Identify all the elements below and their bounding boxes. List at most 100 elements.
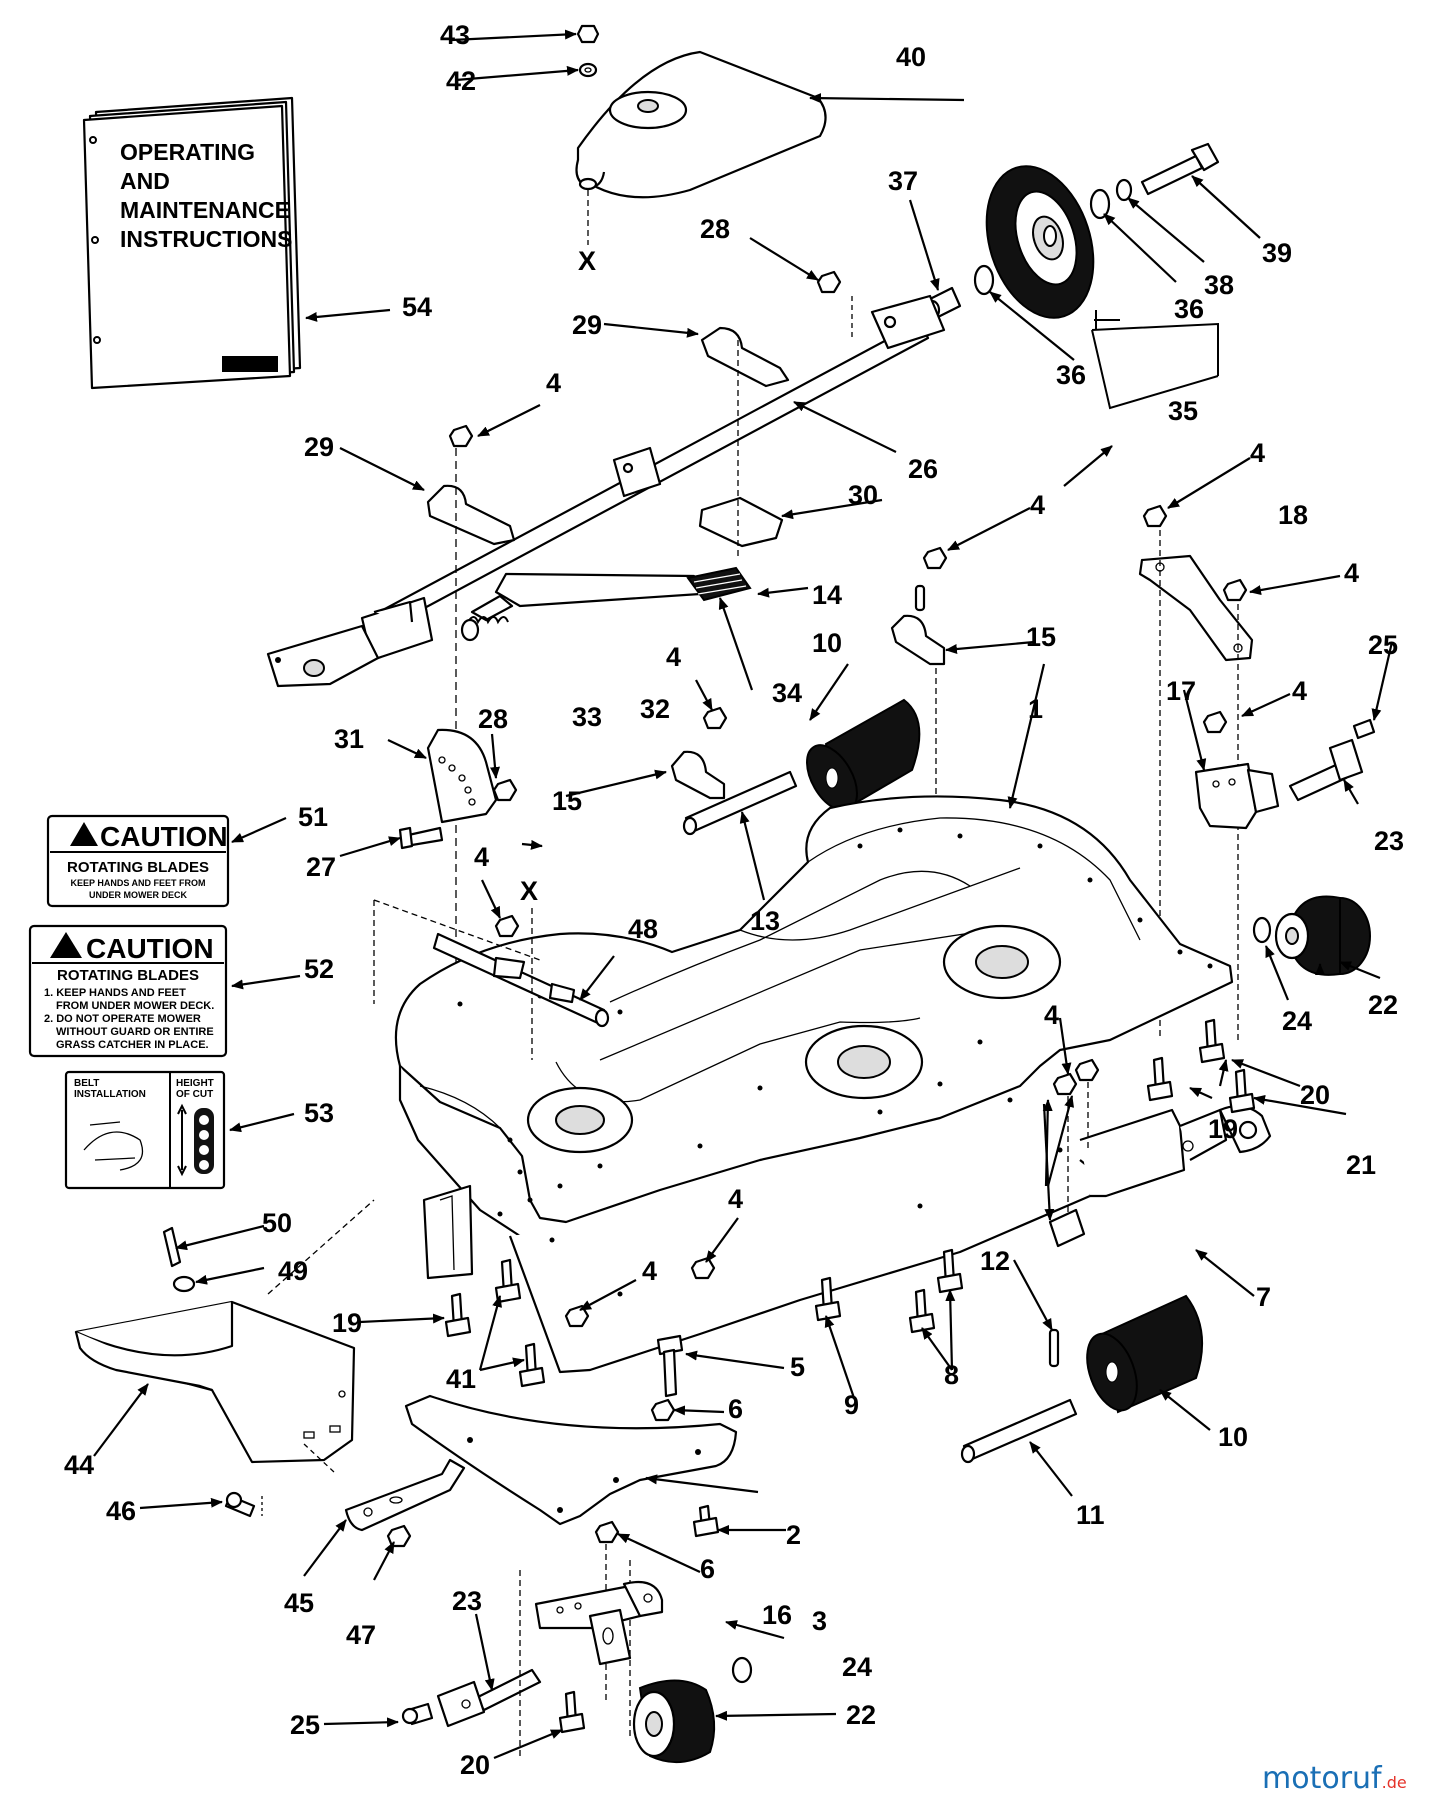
decal52-line-1: 1. KEEP HANDS AND FEET	[44, 987, 186, 999]
part-number-5: 5	[790, 1352, 805, 1382]
callout-arrows	[93, 29, 1394, 1760]
part-number-54: 54	[402, 292, 432, 322]
part-number-29-a: 29	[572, 310, 602, 340]
part-number-4-f: 4	[666, 642, 681, 672]
part-number-9: 9	[844, 1390, 859, 1420]
svg-text:!: !	[82, 830, 87, 846]
manual-line-4: INSTRUCTIONS	[120, 226, 293, 252]
part-number-19-b: 19	[1208, 1114, 1238, 1144]
part-number-4-i: 4	[728, 1184, 743, 1214]
part-number-52: 52	[304, 954, 334, 984]
part-number-21: 21	[1346, 1150, 1376, 1180]
part-number-4-g: 4	[474, 842, 489, 872]
clamp-15-lower	[670, 750, 726, 800]
bolt-19-left	[444, 1292, 472, 1338]
operating-manual: OPERATING AND MAINTENANCE INSTRUCTIONS	[82, 96, 302, 390]
axle-rod	[266, 294, 946, 688]
shaft-13	[682, 770, 798, 836]
decal51-title: ROTATING BLADES	[67, 859, 209, 876]
deck-bracket-7-plate	[1048, 1208, 1086, 1248]
part-number-labels: 1 2 3 4 4 4 4 4 4 4 4 4 4 5 6 6 7 8 9 10…	[64, 20, 1404, 1780]
nut-4-right-low	[1202, 710, 1228, 734]
decal52-line-2: FROM UNDER MOWER DECK.	[56, 1000, 214, 1012]
part-number-34: 34	[772, 678, 802, 708]
part-number-4-h: 4	[1044, 1000, 1059, 1030]
part-number-28-a: 28	[700, 214, 730, 244]
bolt-20-left	[558, 1690, 586, 1734]
part-number-6-b: 6	[700, 1554, 715, 1584]
decal51-line-2: UNDER MOWER DECK	[89, 890, 187, 900]
decal52-caution: CAUTION	[86, 933, 214, 964]
part-number-15-b: 15	[552, 786, 582, 816]
decal53-belt: BELT	[74, 1078, 99, 1089]
part-number-4-e: 4	[1292, 676, 1307, 706]
reference-mark-x-mid: X	[520, 876, 538, 906]
mower-deck	[394, 795, 1272, 1374]
bolt-20-right	[1198, 1018, 1226, 1064]
part-number-31: 31	[334, 724, 364, 754]
part-number-45: 45	[284, 1588, 314, 1618]
decal52-title: ROTATING BLADES	[57, 967, 199, 984]
part-number-43: 43	[440, 20, 470, 50]
manual-line-2: AND	[120, 168, 170, 194]
part-number-32: 32	[640, 694, 670, 724]
nut-6-lower	[594, 1520, 620, 1544]
part-number-39: 39	[1262, 238, 1292, 268]
bolt-23-right	[1288, 738, 1364, 802]
part-number-44: 44	[64, 1450, 94, 1480]
washer-36-outer	[1089, 188, 1111, 220]
part-number-10-b: 10	[1218, 1422, 1248, 1452]
washer-24-right	[1252, 916, 1272, 944]
part-number-38: 38	[1204, 270, 1234, 300]
part-number-24-a: 24	[1282, 1006, 1312, 1036]
roller-10-lower	[1086, 1294, 1204, 1414]
part-number-22-a: 22	[1368, 990, 1398, 1020]
manual-line-3: MAINTENANCE	[120, 197, 290, 223]
part-number-18: 18	[1278, 500, 1308, 530]
part-number-40: 40	[896, 42, 926, 72]
part-number-26: 26	[908, 454, 938, 484]
nut-4-right-top	[1142, 504, 1168, 528]
part-number-4-j: 4	[642, 1256, 657, 1286]
part-number-35: 35	[1168, 396, 1198, 426]
part-number-37: 37	[888, 166, 918, 196]
instruction-decal-53: BELT INSTALLATION HEIGHT OF CUT	[64, 1070, 226, 1190]
part-number-3: 3	[812, 1606, 827, 1636]
screw-3	[692, 1504, 720, 1538]
clamp-29-left	[426, 484, 516, 546]
nut-28-left	[492, 778, 518, 802]
nut-4-mid	[922, 546, 948, 570]
belt-cover	[575, 50, 827, 199]
nut-43	[576, 24, 600, 44]
part-number-7: 7	[1256, 1282, 1271, 1312]
part-number-15-a: 15	[1026, 622, 1056, 652]
bracket-16	[534, 1580, 664, 1666]
washer-49	[172, 1275, 196, 1293]
part-number-13: 13	[750, 906, 780, 936]
watermark-text: motoruf.de	[1262, 1761, 1407, 1796]
part-number-4-a: 4	[546, 368, 561, 398]
part-number-6-a: 6	[728, 1394, 743, 1424]
pin-14	[914, 584, 926, 612]
nut-47	[386, 1524, 412, 1548]
link-rod-48	[432, 932, 610, 1028]
decal52-line-3: 2. DO NOT OPERATE MOWER	[44, 1013, 201, 1025]
part-number-11: 11	[1076, 1500, 1105, 1530]
bolt-8-a	[908, 1288, 936, 1334]
spring-33	[460, 616, 509, 642]
part-number-50: 50	[262, 1208, 292, 1238]
pin-12	[1048, 1328, 1060, 1368]
grass-chute-44	[74, 1300, 356, 1464]
part-number-4-d: 4	[1344, 558, 1359, 588]
bolt-27	[398, 826, 444, 850]
caution-decal-51: ! CAUTION ROTATING BLADES KEEP HANDS AND…	[46, 814, 230, 908]
height-bracket-31	[426, 728, 498, 824]
part-number-49: 49	[278, 1256, 308, 1286]
decal52-line-5: GRASS CATCHER IN PLACE.	[56, 1039, 209, 1051]
part-number-4-b: 4	[1250, 438, 1265, 468]
nut-4-deck-right-a	[1052, 1072, 1078, 1096]
part-number-17: 17	[1166, 676, 1196, 706]
nut-4-clamp15	[702, 706, 728, 730]
nut-4-deck-left	[494, 914, 520, 938]
